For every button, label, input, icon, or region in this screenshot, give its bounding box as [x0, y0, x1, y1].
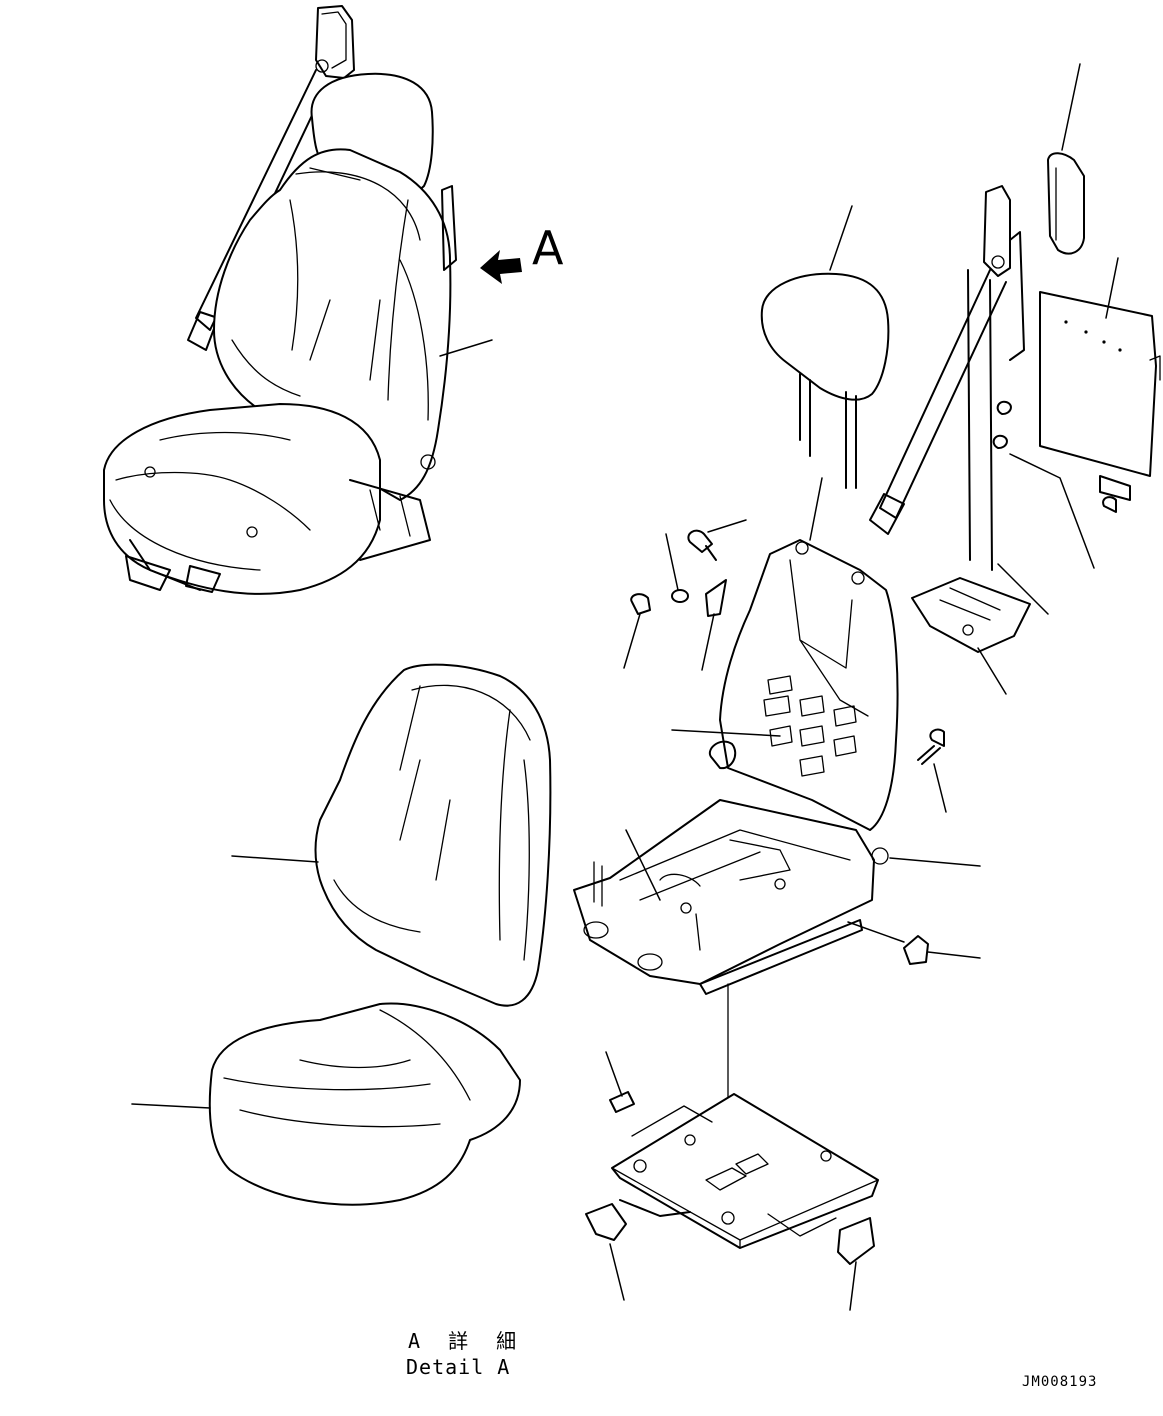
- assembled-seat: [103, 5, 493, 595]
- seat-frame-part: [573, 477, 981, 995]
- detail-title-en: Detail A: [406, 1355, 510, 1379]
- headrest-part: [760, 205, 890, 489]
- backrest-cushion-part: [231, 663, 552, 1007]
- seat-cushion-part: [131, 1002, 521, 1206]
- detail-caption: A 詳 細 Detail A: [406, 1329, 524, 1379]
- seat-belt-part: [869, 63, 1161, 695]
- drawing-code: JM008193: [1022, 1374, 1097, 1390]
- view-arrow-label: A: [532, 221, 564, 275]
- slide-base-plate-part: [585, 1051, 879, 1311]
- view-arrow: A: [480, 221, 564, 284]
- detail-title-jp: A 詳 細: [408, 1329, 524, 1353]
